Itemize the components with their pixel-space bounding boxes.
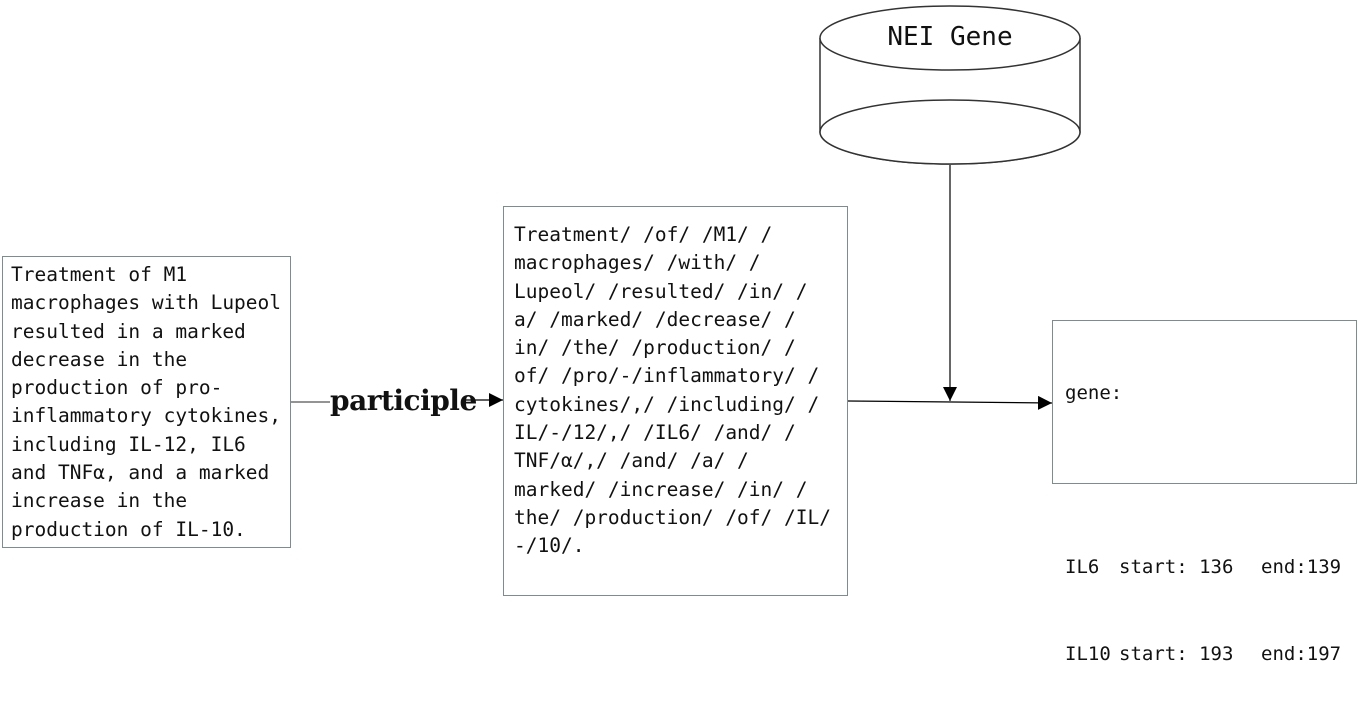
token-line: of/ /pro/-/inflammatory/ / <box>514 364 820 388</box>
input-line: inflammatory cytokines, <box>11 404 282 428</box>
input-line: increase in the <box>11 489 188 513</box>
token-line: Lupeol/ /resulted/ /in/ / <box>514 279 808 303</box>
token-box: Treatment/ /of/ /M1/ / macrophages/ /with… <box>503 206 848 596</box>
token-text: Treatment/ /of/ /M1/ / macrophages/ /with… <box>514 221 837 561</box>
input-line: decrease in the <box>11 347 188 371</box>
token-line: the/ /production/ /of/ /IL/ <box>514 505 831 529</box>
token-line: macrophages/ /with/ / <box>514 251 761 275</box>
connector-layer <box>291 5 1081 410</box>
input-sentence-text: Treatment of M1 macrophages with Lupeol re… <box>11 261 282 544</box>
gene-output-box: gene: IL6 start: 136 end:139 IL10 start:… <box>1052 320 1357 665</box>
database-label: NEI Gene <box>887 22 1013 52</box>
token-line: TNF/α/,/ /and/ /a/ / <box>514 449 749 473</box>
token-line: in/ /the/ /production/ / <box>514 336 796 360</box>
arrow-tokens-to-output <box>847 395 1053 410</box>
input-line: including IL-12, IL6 <box>11 432 246 456</box>
input-line: macrophages with Lupeol <box>11 291 282 315</box>
input-line: resulted in a marked <box>11 319 246 343</box>
gene-output-title: gene: <box>1065 382 1123 404</box>
token-line: cytokines/,/ /including/ / <box>514 392 820 416</box>
input-line: and TNFα, and a marked <box>11 461 270 485</box>
participle-label: participle <box>330 384 477 417</box>
token-line: marked/ /increase/ /in/ / <box>514 477 808 501</box>
token-line: a/ /marked/ /decrease/ / <box>514 307 796 331</box>
input-line: production of IL-10. <box>11 517 246 541</box>
gene-start: start: 193 <box>1119 643 1234 665</box>
token-line: Treatment/ /of/ /M1/ / <box>514 223 773 246</box>
gene-start: start: 136 <box>1119 556 1234 578</box>
token-line: -/10/. <box>514 534 585 558</box>
gene-output-text: gene: IL6 start: 136 end:139 IL10 start:… <box>1065 321 1344 727</box>
gene-name: IL6 <box>1065 556 1100 578</box>
input-line: production of pro- <box>11 376 223 400</box>
input-sentence-box: Treatment of M1 macrophages with Lupeol re… <box>2 256 291 548</box>
gene-row: IL10 start: 193 end:197 <box>1065 640 1344 669</box>
database-cylinder <box>819 5 1081 165</box>
gene-row: IL6 start: 136 end:139 <box>1065 553 1344 582</box>
gene-name: IL10 <box>1065 643 1111 665</box>
gene-end: end:139 <box>1261 556 1342 578</box>
gene-end: end:197 <box>1261 643 1342 665</box>
input-line: Treatment of M1 <box>11 263 188 286</box>
token-line: IL/-/12/,/ /IL6/ /and/ / <box>514 421 796 445</box>
